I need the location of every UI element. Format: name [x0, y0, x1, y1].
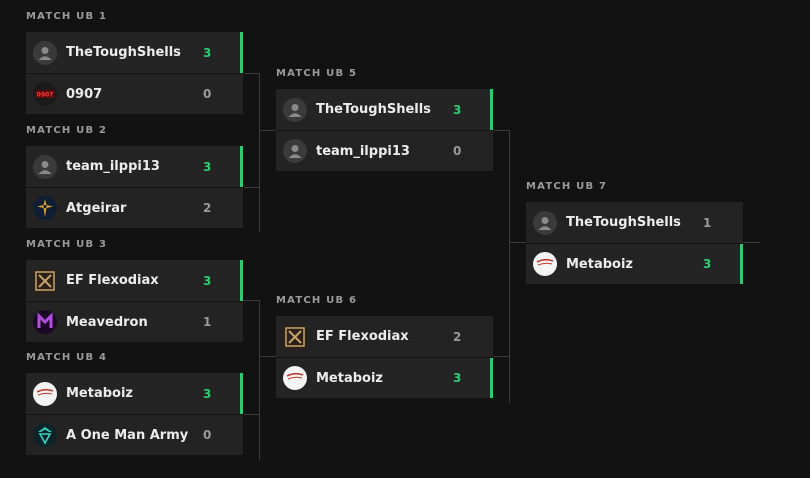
- bracket-connector: [259, 356, 276, 357]
- match-ub-4[interactable]: MATCH UB 4 Metaboiz 3 A One Man Army 0: [26, 352, 243, 455]
- team-row[interactable]: 0907 0907 0: [26, 73, 243, 114]
- svg-text:0907: 0907: [37, 92, 54, 99]
- team-row[interactable]: Metaboiz 3: [526, 243, 743, 284]
- team-score: 2: [453, 329, 462, 344]
- team-row[interactable]: A One Man Army 0: [26, 414, 243, 455]
- bracket-connector: [744, 242, 760, 243]
- team-row[interactable]: Metaboiz 3: [26, 373, 243, 414]
- team-score: 3: [453, 102, 462, 117]
- ef-flexodiax-logo: [33, 268, 57, 293]
- team-row[interactable]: Meavedron 1: [26, 301, 243, 342]
- team-name: Atgeirar: [66, 200, 127, 216]
- default-avatar-icon: [533, 210, 557, 235]
- team-name: TheToughShells: [566, 215, 681, 230]
- team-row[interactable]: EF Flexodiax 3: [26, 260, 243, 301]
- match-ub-7[interactable]: MATCH UB 7 TheToughShells 1 Metaboiz 3: [526, 181, 743, 284]
- team-name: TheToughShells: [316, 102, 431, 117]
- match-ub-6[interactable]: MATCH UB 6 EF Flexodiax 2 Metaboiz 3: [276, 295, 493, 398]
- bracket-connector: [244, 414, 260, 415]
- match-label: MATCH UB 1: [26, 11, 108, 22]
- a-one-man-army-logo: [33, 423, 57, 447]
- bracket-connector: [494, 130, 510, 131]
- team-name: Meavedron: [66, 314, 148, 330]
- team-0907-logo: 0907: [33, 82, 57, 106]
- bracket-connector: [259, 130, 276, 131]
- team-score: 3: [703, 257, 712, 271]
- team-row[interactable]: EF Flexodiax 2: [276, 316, 493, 357]
- team-name: EF Flexodiax: [66, 273, 159, 288]
- team-row[interactable]: TheToughShells 3: [26, 32, 243, 73]
- default-avatar-icon: [33, 40, 57, 65]
- bracket-connector: [259, 300, 260, 414]
- team-score: 2: [203, 201, 212, 215]
- team-name: Metaboiz: [316, 370, 383, 386]
- bracket-connector: [509, 357, 510, 403]
- default-avatar-icon: [283, 97, 307, 122]
- team-name: team_ilppi13: [316, 143, 410, 159]
- match-label: MATCH UB 7: [526, 181, 608, 192]
- team-row[interactable]: Metaboiz 3: [276, 357, 493, 398]
- default-avatar-icon: [33, 154, 57, 179]
- default-avatar-icon: [283, 139, 307, 163]
- team-name: TheToughShells: [66, 45, 181, 60]
- match-label: MATCH UB 2: [26, 125, 108, 136]
- bracket-connector: [509, 130, 510, 356]
- metaboiz-logo: [33, 381, 57, 406]
- atgeirar-logo: [33, 196, 57, 220]
- team-score: 3: [203, 273, 212, 288]
- team-row[interactable]: team_ilppi13 0: [276, 130, 493, 171]
- team-row[interactable]: TheToughShells 1: [526, 202, 743, 243]
- team-score: 3: [453, 371, 462, 385]
- team-name: Metaboiz: [66, 386, 133, 401]
- metaboiz-logo: [533, 252, 557, 276]
- bracket-connector: [259, 415, 260, 460]
- team-row[interactable]: Atgeirar 2: [26, 187, 243, 228]
- team-score: 3: [203, 159, 212, 174]
- match-label: MATCH UB 4: [26, 352, 108, 363]
- match-label: MATCH UB 3: [26, 239, 108, 250]
- match-ub-2[interactable]: MATCH UB 2 team_ilppi13 3 Atgeirar 2: [26, 125, 243, 228]
- match-ub-5[interactable]: MATCH UB 5 TheToughShells 3 team_ilppi13…: [276, 68, 493, 171]
- team-score: 0: [203, 87, 212, 101]
- bracket-connector: [244, 187, 260, 188]
- bracket-connector: [509, 242, 526, 243]
- team-row[interactable]: TheToughShells 3: [276, 89, 493, 130]
- team-score: 0: [203, 428, 212, 442]
- bracket-connector: [244, 300, 260, 301]
- ef-flexodiax-logo: [283, 324, 307, 349]
- bracket-connector: [259, 188, 260, 232]
- team-score: 1: [703, 215, 712, 230]
- team-name: 0907: [66, 86, 103, 102]
- match-label: MATCH UB 5: [276, 68, 358, 79]
- team-name: Metaboiz: [566, 256, 633, 272]
- team-name: A One Man Army: [66, 427, 189, 443]
- bracket-connector: [244, 73, 260, 74]
- match-ub-3[interactable]: MATCH UB 3 EF Flexodiax 3 Meavedron 1: [26, 239, 243, 342]
- team-score: 0: [453, 144, 462, 158]
- team-score: 3: [203, 45, 212, 60]
- team-name: EF Flexodiax: [316, 329, 409, 344]
- match-ub-1[interactable]: MATCH UB 1 TheToughShells 3 0907 0907 0: [26, 11, 243, 114]
- team-name: team_ilppi13: [66, 159, 160, 174]
- team-score: 3: [203, 386, 212, 401]
- meavedron-logo: [33, 310, 57, 334]
- team-row[interactable]: team_ilppi13 3: [26, 146, 243, 187]
- team-score: 1: [203, 315, 212, 329]
- bracket-connector: [494, 356, 510, 357]
- metaboiz-logo: [283, 366, 307, 390]
- match-label: MATCH UB 6: [276, 295, 358, 306]
